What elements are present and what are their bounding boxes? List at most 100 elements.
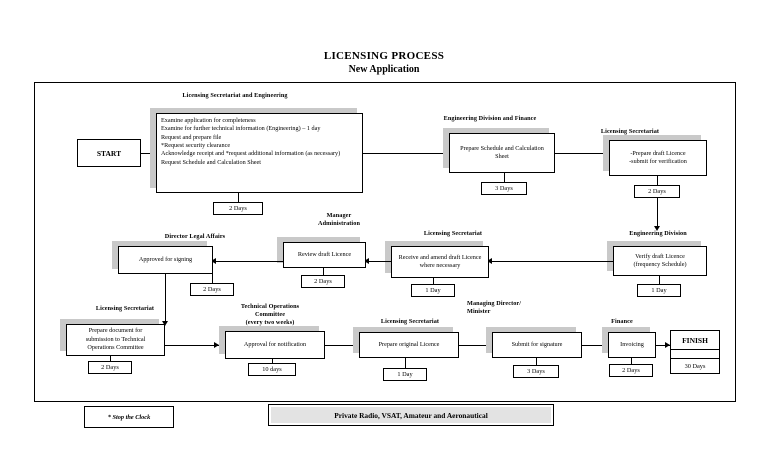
owner-label-approve-for-signing: Director Legal Affairs bbox=[164, 233, 226, 240]
owner-label-examine: Licensing Secretariat and Engineering bbox=[182, 92, 288, 99]
owner-label-review-draft-licence: Manager Administration bbox=[318, 212, 360, 227]
process-text-examine: Examine application for completeness Exa… bbox=[161, 117, 341, 166]
process-box-prepare-submission: Prepare document for submission to Techn… bbox=[60, 319, 165, 356]
process-box-amend-draft-licence-body: Receive and amend draft Licence where ne… bbox=[391, 246, 489, 278]
process-box-verify-draft-licence-body: Verify draft Licence (frequency Schedule… bbox=[613, 246, 707, 276]
connector-review-to-approve bbox=[213, 261, 283, 262]
process-box-amend-draft-licence: Receive and amend draft Licence where ne… bbox=[385, 241, 489, 278]
owner-label-invoicing: Finance bbox=[611, 318, 633, 325]
arrowhead-submission-to-approval bbox=[214, 342, 219, 348]
process-box-approval-notification: Approval for notification bbox=[219, 326, 325, 359]
process-text-amend-draft-licence: Receive and amend draft Licence where ne… bbox=[398, 253, 482, 269]
process-text-prepare-draft-licence: -Prepare draft Licence -submit for verif… bbox=[629, 149, 687, 165]
process-box-prepare-submission-body: Prepare document for submission to Techn… bbox=[66, 324, 165, 356]
connector-amend-duration bbox=[433, 278, 434, 284]
connector-approve-duration bbox=[212, 274, 213, 283]
process-text-prepare-submission: Prepare document for submission to Techn… bbox=[85, 327, 146, 352]
scope-banner-text: Private Radio, VSAT, Amateur and Aeronau… bbox=[271, 407, 551, 423]
page-subtitle: New Application bbox=[348, 64, 420, 75]
process-box-approve-for-signing-body: Approved for signing bbox=[118, 246, 213, 274]
process-box-prepare-draft-licence: -Prepare draft Licence -submit for verif… bbox=[603, 135, 707, 176]
connector-amend-to-review bbox=[366, 261, 391, 262]
connector-invoicing-duration bbox=[631, 358, 632, 364]
connector-start-to-examine bbox=[141, 153, 155, 154]
connector-draft-to-verify bbox=[657, 198, 658, 228]
connector-invoicing-to-finish bbox=[656, 345, 670, 346]
owner-label-prepare-submission: Licensing Secretariat bbox=[95, 305, 155, 312]
duration-prepare-submission: 2 Days bbox=[88, 361, 132, 374]
duration-submit-for-signature: 3 Days bbox=[513, 365, 559, 378]
start-terminator: START bbox=[77, 139, 141, 167]
page-title: LICENSING PROCESS bbox=[323, 50, 445, 62]
process-box-approval-notification-body: Approval for notification bbox=[225, 331, 325, 359]
duration-approval-notification: 10 days bbox=[248, 363, 296, 376]
connector-signature-to-invoicing bbox=[582, 345, 607, 346]
connector-finish-right bbox=[719, 350, 720, 358]
connector-review-duration bbox=[323, 268, 324, 275]
process-box-prepare-draft-licence-body: -Prepare draft Licence -submit for verif… bbox=[609, 140, 707, 176]
connector-original-to-signature bbox=[459, 345, 491, 346]
process-text-approval-notification: Approval for notification bbox=[243, 340, 307, 348]
connector-approval-duration bbox=[272, 359, 273, 363]
connector-draft-duration bbox=[657, 176, 658, 185]
process-box-examine: Examine application for completeness Exa… bbox=[150, 108, 363, 193]
connector-finish-left bbox=[670, 350, 671, 358]
connector-approval-to-original bbox=[325, 345, 358, 346]
connector-verify-to-amend bbox=[489, 261, 613, 262]
connector-approve-down bbox=[165, 274, 166, 296]
process-box-approve-for-signing: Approved for signing bbox=[112, 241, 213, 274]
arrowhead-approve-to-prepare-submission bbox=[162, 321, 168, 326]
duration-invoicing: 2 Days bbox=[609, 364, 653, 377]
process-box-invoicing: Invoicing bbox=[602, 327, 656, 358]
process-box-invoicing-body: Invoicing bbox=[608, 332, 656, 358]
duration-examine: 2 Days bbox=[213, 202, 263, 215]
process-text-submit-for-signature: Submit for signature bbox=[511, 340, 563, 348]
process-box-prepare-schedule-body: Prepare Schedule and Calculation Sheet bbox=[449, 133, 555, 173]
arrowhead-invoicing-to-finish bbox=[665, 342, 670, 348]
scope-banner: Private Radio, VSAT, Amateur and Aeronau… bbox=[268, 404, 554, 426]
process-box-submit-for-signature: Submit for signature bbox=[486, 327, 582, 358]
process-box-review-draft-licence: Review draft Licence bbox=[277, 237, 366, 268]
connector-examine-to-schedule bbox=[363, 153, 448, 154]
connector-signature-duration bbox=[536, 358, 537, 365]
process-text-invoicing: Invoicing bbox=[620, 340, 644, 348]
connector-approve-to-prepare-submission bbox=[165, 296, 166, 324]
process-text-approve-for-signing: Approved for signing bbox=[138, 255, 193, 263]
process-box-prepare-original-licence: Prepare original Licence bbox=[353, 327, 459, 358]
arrowhead-verify-to-amend bbox=[487, 258, 492, 264]
process-box-prepare-original-licence-body: Prepare original Licence bbox=[359, 332, 459, 358]
arrowhead-review-to-approve bbox=[211, 258, 216, 264]
diagram-frame bbox=[34, 82, 736, 402]
connector-original-duration bbox=[405, 358, 406, 368]
duration-verify-draft-licence: 1 Day bbox=[637, 284, 681, 297]
connector-schedule-to-draft bbox=[555, 153, 608, 154]
process-box-prepare-schedule: Prepare Schedule and Calculation Sheet bbox=[443, 128, 555, 173]
process-box-review-draft-licence-body: Review draft Licence bbox=[283, 242, 366, 268]
connector-submission-duration bbox=[110, 356, 111, 361]
owner-label-amend-draft-licence: Licensing Secretariat bbox=[423, 230, 483, 237]
process-text-verify-draft-licence: Verify draft Licence (frequency Schedule… bbox=[633, 252, 687, 268]
arrowhead-draft-to-verify bbox=[654, 226, 660, 231]
finish-terminator: FINISH bbox=[670, 330, 720, 350]
owner-label-prepare-schedule: Engineering Division and Finance bbox=[443, 115, 537, 122]
owner-label-prepare-draft-licence: Licensing Secretariat bbox=[600, 128, 660, 135]
process-text-prepare-original-licence: Prepare original Licence bbox=[378, 340, 440, 348]
process-box-examine-body: Examine application for completeness Exa… bbox=[156, 113, 363, 193]
duration-amend-draft-licence: 1 Day bbox=[411, 284, 455, 297]
owner-label-approval-notification: Technical Operations Committee (every tw… bbox=[240, 303, 300, 326]
duration-review-draft-licence: 2 Days bbox=[301, 275, 345, 288]
process-text-prepare-schedule: Prepare Schedule and Calculation Sheet bbox=[460, 144, 544, 160]
connector-verify-duration bbox=[659, 276, 660, 284]
process-box-verify-draft-licence: Verify draft Licence (frequency Schedule… bbox=[607, 241, 707, 276]
duration-finish: 30 Days bbox=[670, 358, 720, 374]
duration-prepare-original-licence: 1 Day bbox=[383, 368, 427, 381]
connector-submission-to-approval bbox=[165, 345, 219, 346]
connector-examine-duration bbox=[238, 193, 239, 202]
duration-prepare-schedule: 3 Days bbox=[481, 182, 527, 195]
process-box-submit-for-signature-body: Submit for signature bbox=[492, 332, 582, 358]
owner-label-prepare-original-licence: Licensing Secretariat bbox=[380, 318, 440, 325]
owner-label-submit-for-signature: Managing Director/ Minister bbox=[467, 300, 522, 315]
process-text-review-draft-licence: Review draft Licence bbox=[297, 250, 352, 258]
duration-approve-for-signing: 2 Days bbox=[190, 283, 234, 296]
